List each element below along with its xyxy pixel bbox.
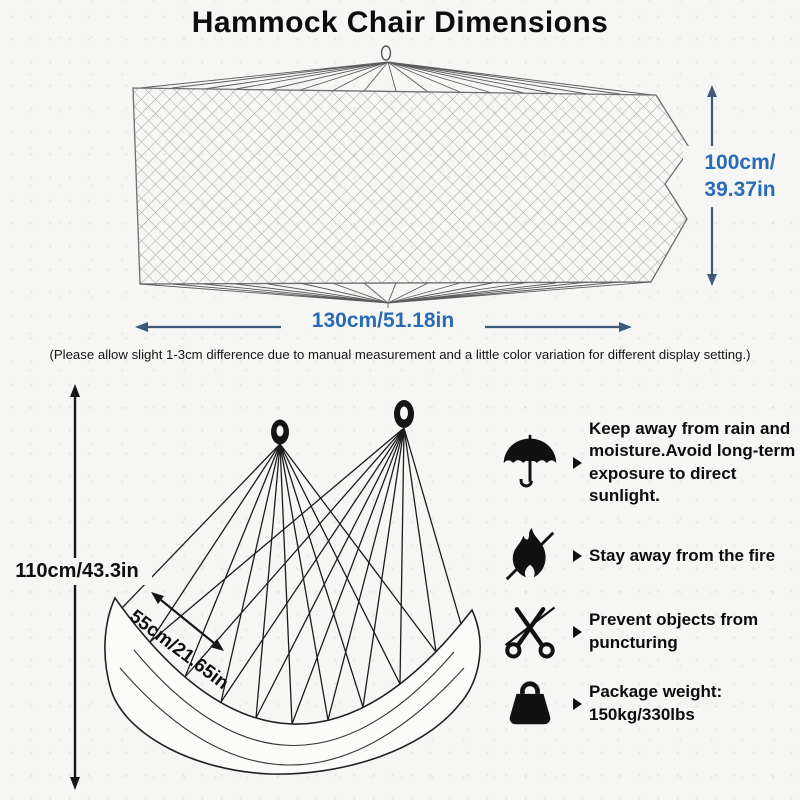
hanging-chair-drawing (104, 400, 481, 775)
warning-text: Prevent objects from puncturing (589, 610, 759, 652)
arrowhead-down-icon (70, 777, 80, 790)
bullet-triangle-icon (573, 456, 582, 469)
arrowhead-left-icon (135, 322, 148, 332)
umbrella-icon (494, 433, 566, 493)
arrowhead-right-icon (619, 322, 632, 332)
warning-row-weight: Package weight: 150kg/330lbs (494, 677, 796, 731)
flat-hammock-drawing (132, 45, 691, 312)
arrowhead-upleft-icon (151, 592, 164, 604)
warning-row-puncture: Prevent objects from puncturing (494, 604, 796, 660)
measurement-note: (Please allow slight 1-3cm difference du… (49, 347, 751, 362)
arrowhead-up-icon (707, 85, 717, 97)
no-fire-icon (494, 525, 566, 587)
height-dimension-label: 100cm/ 39.37in (683, 146, 797, 207)
hammock-mesh-body (132, 87, 691, 285)
width-dimension-label: 130cm/51.18in (281, 308, 485, 334)
strings-top (139, 61, 653, 96)
hanging-chair-dimension-arrows (70, 384, 224, 790)
warning-text: Package weight: 150kg/330lbs (589, 682, 723, 724)
warning-text: Stay away from the fire (589, 545, 776, 565)
arrowhead-up-icon (70, 384, 80, 397)
warnings-list: Keep away from rain and moisture.Avoid l… (494, 418, 796, 731)
hanging-loop-top (380, 45, 392, 61)
hanging-ring-right-hole (400, 406, 408, 420)
arrowhead-down-icon (707, 274, 717, 286)
no-puncture-icon (494, 604, 566, 660)
bullet-triangle-icon (573, 697, 582, 710)
bullet-triangle-icon (573, 625, 582, 638)
chair-height-dimension-label: 110cm/43.3in (2, 558, 152, 585)
warning-row-rain: Keep away from rain and moisture.Avoid l… (494, 418, 796, 508)
warning-row-fire: Stay away from the fire (494, 525, 796, 587)
page-title: Hammock Chair Dimensions (191, 6, 609, 39)
hanging-ring-left-hole (276, 425, 284, 437)
strings-bottom (139, 281, 652, 312)
strings-left-ring (121, 443, 437, 725)
warning-text: Keep away from rain and moisture.Avoid l… (589, 419, 796, 506)
strings-right-ring (149, 427, 462, 725)
bullet-triangle-icon (573, 549, 582, 562)
seat-fold-lines (119, 649, 465, 766)
seat-fabric (104, 596, 481, 775)
weight-icon (494, 677, 566, 731)
arrowhead-downright-icon (210, 639, 224, 651)
seat-depth-dimension-line (160, 599, 215, 644)
